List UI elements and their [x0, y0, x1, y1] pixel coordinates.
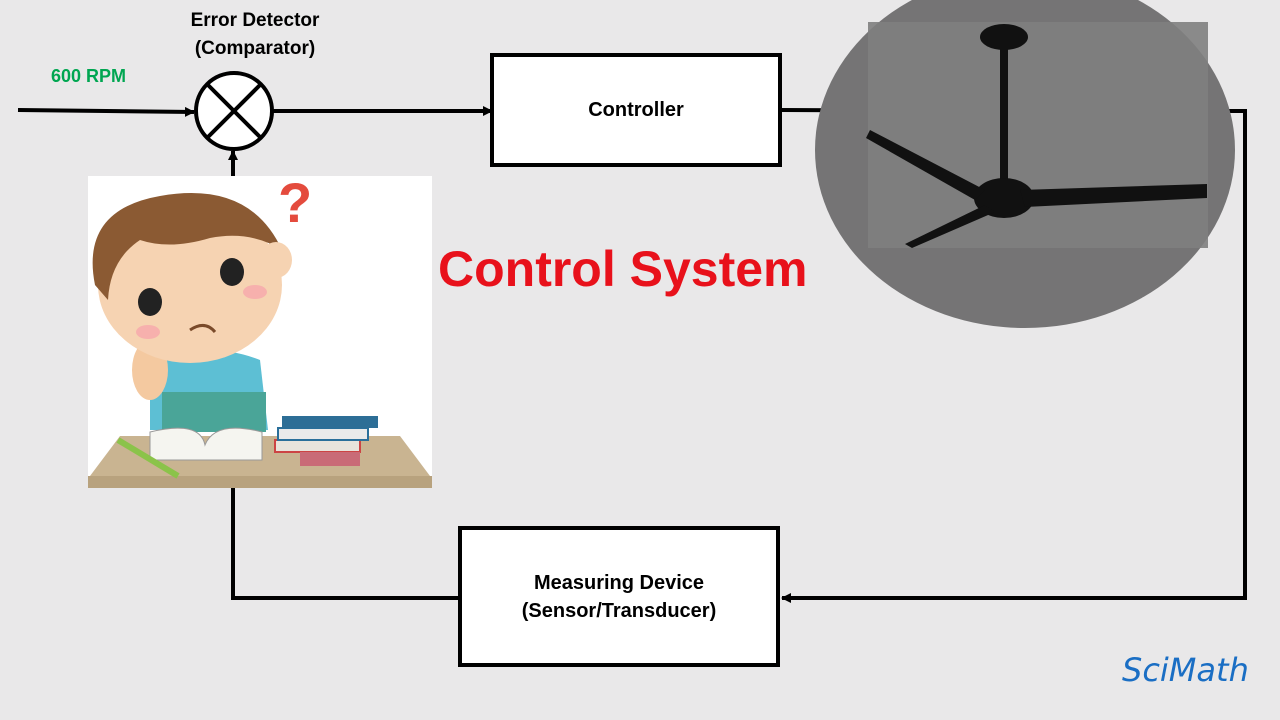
feedback-path-left [231, 488, 458, 600]
logo-text: SciMath [1122, 651, 1249, 689]
controller-label: Controller [588, 98, 684, 121]
error-detector-line2: (Comparator) [194, 38, 316, 59]
comparator-symbol [194, 71, 274, 151]
measuring-device-line1: Measuring Device [533, 571, 705, 594]
error-detector-label: Error Detector (Comparator) [170, 7, 340, 63]
confused-student-icon: ? [88, 171, 432, 488]
scimath-logo: SciMath [1122, 651, 1249, 689]
measuring-device-line2: (Sensor/Transducer) [521, 599, 717, 622]
measuring-device-block: Measuring Device (Sensor/Transducer) [458, 526, 780, 667]
controller-block: Controller [490, 53, 782, 167]
error-detector-line1: Error Detector [190, 10, 320, 31]
diagram-title: Control System [438, 241, 808, 297]
svg-text:?: ? [278, 171, 312, 234]
input-arrow [17, 106, 195, 117]
ceiling-fan-icon [815, 0, 1235, 328]
setpoint-label: 600 RPM [51, 66, 127, 86]
